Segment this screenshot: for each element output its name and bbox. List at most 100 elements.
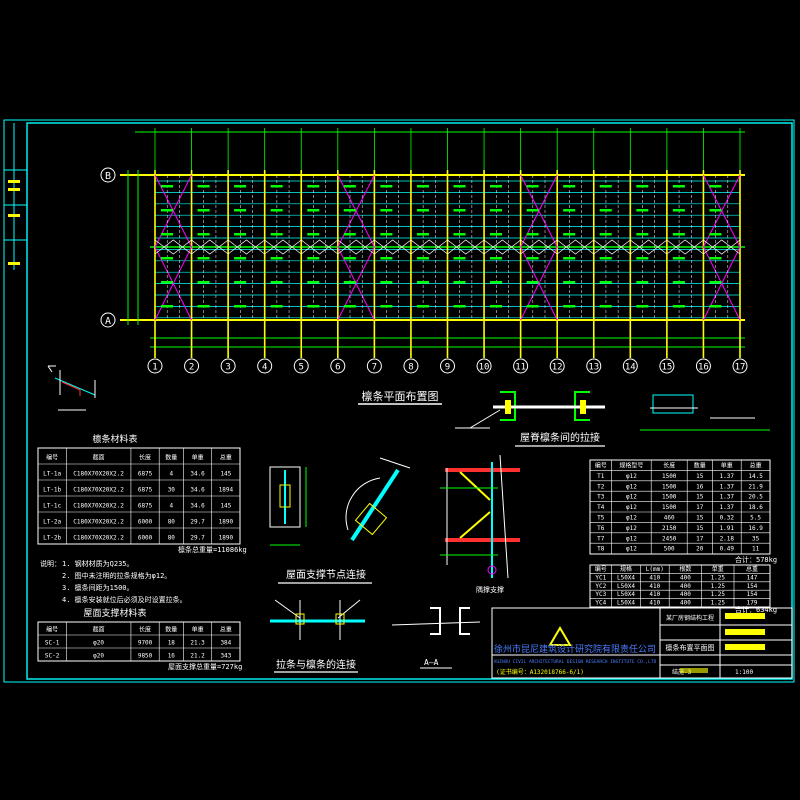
row-axis-b-label: B: [105, 171, 111, 182]
table-header-cell: 单重: [192, 454, 204, 462]
column-axis-bubble: [220, 358, 236, 374]
column-axis-label: 1: [152, 363, 157, 373]
ridge-tie: [154, 239, 192, 255]
column-axis-bubble: [366, 358, 382, 374]
table-cell: L50X4: [617, 583, 635, 590]
purlin-tag: [307, 185, 320, 188]
column-axis-bubble: [147, 358, 163, 374]
ridge-tie-title: 屋脊檩条间的拉接: [520, 431, 600, 444]
table-cell: 154: [747, 591, 758, 598]
roof-brace-node-detail: 屋面支撑节点连接: [269, 457, 411, 584]
table-cell: 1.25: [711, 574, 726, 581]
table-cell: 20: [696, 546, 704, 553]
table-cell: LT-1b: [43, 487, 61, 494]
table-cell: 1.37: [720, 473, 735, 480]
table-cell: 14.5: [748, 473, 763, 480]
binding-margin-stamp: [8, 180, 20, 265]
column-axis-bubble: [476, 358, 492, 374]
ridge-tie: [630, 239, 668, 255]
table-cell: YC1: [595, 574, 606, 581]
brace-rod: [520, 246, 558, 321]
table-cell: C180X70X20X2.2: [73, 471, 124, 478]
purlin-tag: [526, 257, 539, 260]
table-cell: 35: [752, 535, 760, 542]
eave-detail: [47, 365, 96, 411]
table-cell: 0.32: [720, 514, 735, 521]
brace-table-total: 合计：634kg: [735, 605, 777, 614]
purlin-tag: [453, 209, 466, 212]
table-cell: φ12: [626, 535, 637, 542]
column-axis-label: 13: [588, 363, 599, 373]
table-header-cell: 单重: [712, 565, 724, 573]
table-cell: 21.2: [190, 652, 205, 659]
table-cell: 1500: [662, 504, 677, 511]
table-cell: 410: [649, 583, 660, 590]
column-axis-label: 2: [189, 363, 194, 373]
tie-purlin-title: 拉条与檩条的连接: [276, 658, 356, 671]
column-axis-bubble: [622, 358, 638, 374]
section-a-a-label: A—A: [424, 658, 439, 667]
purlin-tag: [270, 209, 283, 212]
table-cell: 30: [168, 487, 176, 494]
column-gridlines: [154, 128, 741, 358]
column-axis-bubble: [403, 358, 419, 374]
ridge-tie: [301, 239, 339, 255]
purlin-tag: [490, 233, 503, 236]
purlin-tag: [416, 257, 429, 260]
purlin-tag: [343, 233, 356, 236]
roof-support-table-footer: 屋面支撑总重量=727kg: [168, 662, 242, 671]
purlin-tag: [307, 305, 320, 308]
table-cell: YC2: [595, 583, 606, 590]
purlin-tag: [709, 281, 722, 284]
table-header-cell: 编号: [46, 625, 58, 633]
ridge-tie: [703, 239, 741, 255]
purlin-tag: [234, 305, 247, 308]
table-cell: 154: [747, 583, 758, 590]
table-cell: 6000: [138, 535, 153, 542]
purlin-tag: [599, 257, 612, 260]
table-cell: SC-1: [45, 639, 60, 646]
purlin-tag: [636, 257, 649, 260]
table-cell: SC-2: [45, 652, 60, 659]
purlin-tag: [709, 185, 722, 188]
table-cell: φ20: [93, 639, 104, 646]
purlin-tag: [197, 233, 210, 236]
table-header-cell: 长度: [663, 461, 675, 469]
purlin-tag: [599, 281, 612, 284]
ridge-tie: [154, 239, 192, 255]
title-block: 徐州市昆尼建筑设计研究院有限责任公司 XUZHOU CIVIL ARCHITEC…: [491, 607, 793, 679]
table-cell: 15: [696, 494, 704, 501]
purlin-tag: [526, 185, 539, 188]
ridge-tie: [301, 239, 339, 255]
section-a-a: A—A: [391, 607, 481, 669]
purlin-tag: [380, 233, 393, 236]
roof-brace-node-title: 屋面支撑节点连接: [286, 568, 366, 581]
tie-purlin-detail: 拉条与檩条的连接: [270, 599, 365, 673]
purlin-tag: [416, 281, 429, 284]
drawing-name: 檩条布置平面图: [666, 643, 715, 652]
table-cell: 2150: [662, 525, 677, 532]
table-cell: 145: [220, 471, 231, 478]
ridge-tie: [520, 239, 558, 255]
company-name-en: XUZHOU CIVIL ARCHITECTURAL DESIGN RESEAR…: [494, 659, 657, 665]
table-cell: φ12: [626, 525, 637, 532]
table-cell: 1500: [662, 483, 677, 490]
purlin-tag: [672, 209, 685, 212]
purlin-tag: [161, 281, 173, 284]
column-axis-label: 15: [661, 363, 672, 373]
purlin-tag: [307, 233, 320, 236]
purlin-tag: [161, 305, 173, 308]
company-logo: [548, 626, 572, 646]
table-cell: 1890: [219, 535, 234, 542]
column-axis-label: 5: [299, 363, 304, 373]
note-1: 1. 钢材材质为Q235。: [62, 559, 134, 568]
table-header-cell: 编号: [595, 565, 607, 573]
table-header-cell: 总重: [746, 565, 758, 573]
purlin-tag: [563, 209, 576, 212]
table-header-cell: 总重: [220, 454, 232, 462]
note-4: 4. 檩条安装就位后必须及时设置拉条。: [62, 595, 187, 604]
note-2: 2. 图中未注明的拉条规格为φ12。: [62, 571, 171, 580]
